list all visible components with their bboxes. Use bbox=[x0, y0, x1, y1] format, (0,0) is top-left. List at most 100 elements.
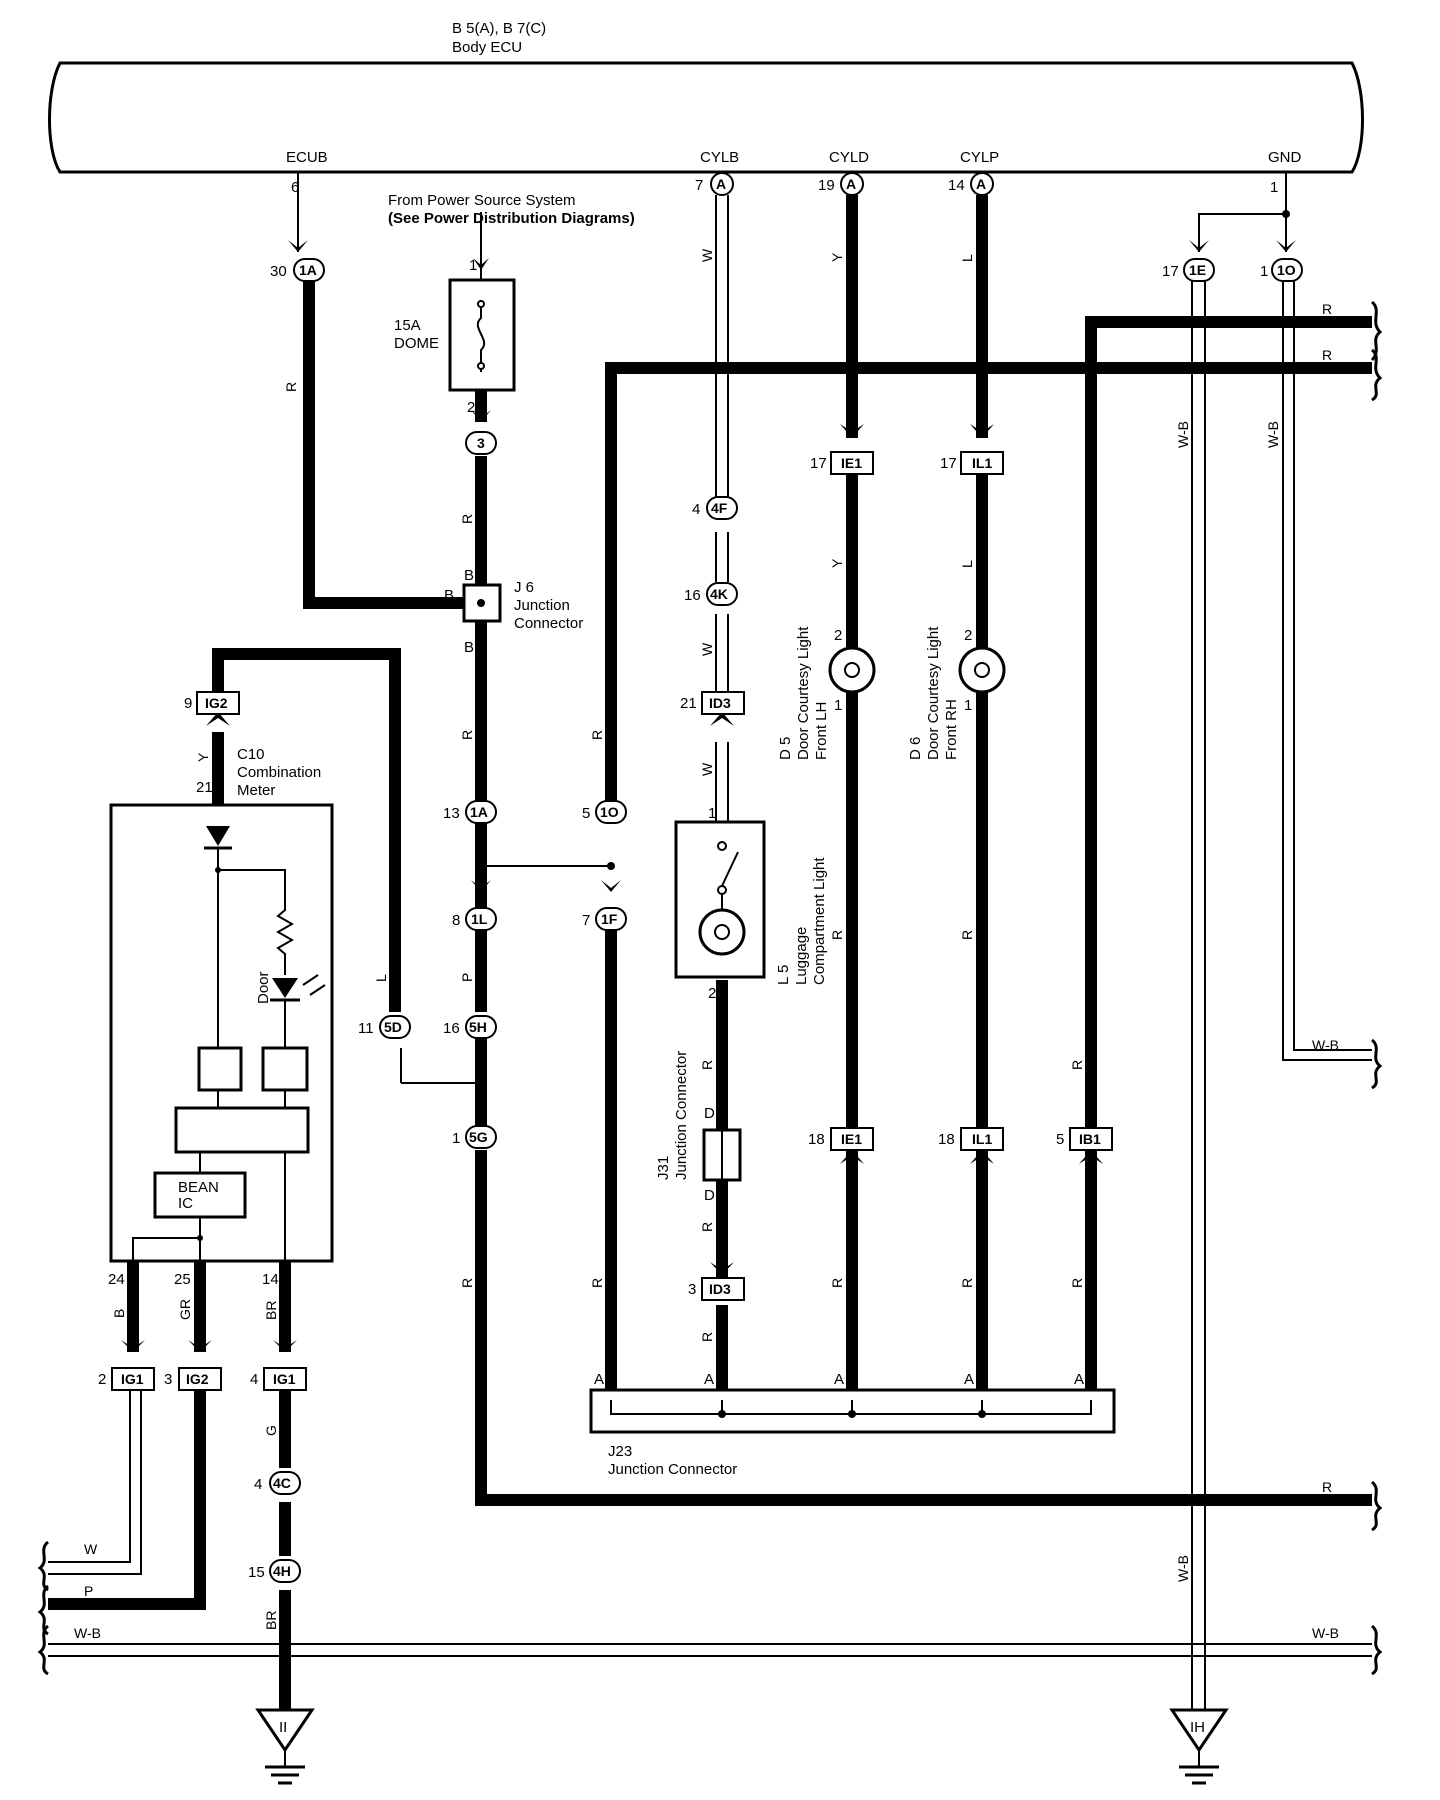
pin-number: 3 bbox=[688, 1281, 696, 1298]
j6-junction-connector: J 6 Junction Connector B B B bbox=[444, 567, 583, 656]
j6-id: J 6 bbox=[514, 579, 534, 596]
connector-5g: 5G bbox=[465, 1125, 497, 1149]
connector-5d: 5D bbox=[379, 1015, 411, 1039]
wire-break-marks bbox=[37, 300, 1383, 1676]
wire-color: GR bbox=[177, 1299, 193, 1320]
pin-number: 19 bbox=[818, 177, 835, 194]
d5-label: Door Courtesy Light bbox=[795, 626, 812, 760]
splice-dot bbox=[718, 1410, 726, 1418]
d5-id: D 5 bbox=[777, 737, 794, 760]
pin-number: 2 bbox=[98, 1371, 106, 1388]
pin-number: 1 bbox=[469, 257, 477, 274]
bean-ic-label: IC bbox=[178, 1195, 193, 1212]
wire-color: W bbox=[699, 762, 715, 776]
connector-ig2-bottom: IG2 bbox=[178, 1367, 222, 1391]
connector-cylb: A bbox=[710, 172, 734, 196]
pin-number: 7 bbox=[695, 177, 703, 194]
svg-text:IL1: IL1 bbox=[972, 1131, 992, 1147]
lamp-filament bbox=[844, 662, 860, 678]
pin-number: 16 bbox=[443, 1020, 460, 1037]
fuse-terminal bbox=[477, 362, 485, 370]
lamp-filament bbox=[714, 924, 730, 940]
ground-ih: IH bbox=[1169, 1708, 1229, 1785]
splice-dot bbox=[215, 867, 221, 873]
wire-color: R bbox=[699, 1060, 715, 1070]
connector-ig2-top: IG2 bbox=[196, 691, 240, 715]
svg-text:A: A bbox=[716, 176, 726, 192]
svg-text:IG2: IG2 bbox=[186, 1371, 209, 1387]
break-mark bbox=[37, 1540, 50, 1592]
arrow bbox=[840, 1150, 864, 1164]
arrow bbox=[288, 240, 308, 252]
wire-color: R bbox=[829, 1278, 845, 1288]
terminal-ecub: ECUB bbox=[286, 149, 328, 166]
fuse-rating: 15A bbox=[394, 317, 421, 334]
pin-number: 9 bbox=[184, 695, 192, 712]
pin-number: 17 bbox=[810, 455, 827, 472]
junction-letter: B bbox=[444, 587, 454, 604]
pin-number: 14 bbox=[948, 177, 965, 194]
lamp-icon bbox=[828, 646, 876, 694]
break-mark bbox=[1370, 348, 1383, 402]
meter-block bbox=[197, 1046, 243, 1092]
arrow bbox=[473, 258, 489, 270]
j31-junction-connector: J31 Junction Connector D D bbox=[655, 1051, 742, 1204]
wire-color: R bbox=[1069, 1060, 1085, 1070]
wire-color: R bbox=[1322, 1479, 1332, 1495]
svg-text:4C: 4C bbox=[273, 1475, 291, 1491]
j23-label: Junction Connector bbox=[608, 1461, 737, 1478]
j6-dot bbox=[477, 599, 485, 607]
svg-text:IG1: IG1 bbox=[273, 1371, 296, 1387]
break-mark bbox=[1370, 1480, 1383, 1532]
wire-gnd-branch bbox=[1198, 213, 1286, 252]
pin-number: 16 bbox=[684, 587, 701, 604]
pin-number: 1 bbox=[834, 697, 842, 714]
arrow bbox=[1079, 1150, 1103, 1164]
power-source-note: (See Power Distribution Diagrams) bbox=[388, 210, 635, 227]
svg-text:5H: 5H bbox=[469, 1019, 487, 1035]
connector-il1-top: IL1 bbox=[960, 451, 1004, 475]
wire-color: BR bbox=[263, 1611, 279, 1630]
bean-ic-label: BEAN bbox=[178, 1179, 219, 1196]
body-ecu: B 5(A), B 7(C) Body ECU ECUB CYLB CYLD C… bbox=[48, 20, 1364, 174]
svg-text:IE1: IE1 bbox=[841, 1131, 862, 1147]
body-ecu-outline bbox=[48, 61, 1364, 174]
connector-ie1-top: IE1 bbox=[830, 451, 874, 475]
splice-dot bbox=[477, 1079, 485, 1087]
pin-number: 6 bbox=[291, 179, 299, 196]
junction-letter: D bbox=[704, 1105, 715, 1122]
bean-ic-block bbox=[153, 1171, 247, 1219]
j31-label: Junction Connector bbox=[673, 1051, 690, 1180]
arrow bbox=[1189, 240, 1209, 252]
svg-text:1F: 1F bbox=[601, 911, 618, 927]
pin-number: 25 bbox=[174, 1271, 191, 1288]
pin-number: 4 bbox=[692, 501, 700, 518]
connector-il1-bottom: IL1 bbox=[960, 1127, 1004, 1151]
svg-text:1O: 1O bbox=[600, 804, 619, 820]
pin-number: 13 bbox=[443, 805, 460, 822]
svg-text:1L: 1L bbox=[471, 911, 488, 927]
connectors: A A A 1A 1E 1O 3 4F 4K 1A 1O 1L 1F 5D 5H… bbox=[111, 172, 1303, 1583]
splice-dot bbox=[848, 1410, 856, 1418]
splice-dot bbox=[607, 862, 615, 870]
svg-text:5G: 5G bbox=[469, 1129, 488, 1145]
wire-color: R bbox=[589, 1278, 605, 1288]
svg-text:5D: 5D bbox=[384, 1019, 402, 1035]
wire-color: W bbox=[699, 642, 715, 656]
arrow bbox=[840, 424, 864, 438]
wire-p-ig2 bbox=[48, 1390, 206, 1610]
j23-junction-connector: J23 Junction Connector A A A A A bbox=[589, 1371, 1116, 1478]
connector-ib1: IB1 bbox=[1069, 1127, 1113, 1151]
c10-label: Combination bbox=[237, 764, 321, 781]
d6-label: Door Courtesy Light bbox=[925, 626, 942, 760]
pin-number: 17 bbox=[940, 455, 957, 472]
meter-block bbox=[174, 1106, 310, 1154]
pin-number: 21 bbox=[196, 779, 213, 796]
terminal-cylb: CYLB bbox=[700, 149, 739, 166]
connector-4c: 4C bbox=[269, 1471, 301, 1495]
j31-id: J31 bbox=[655, 1156, 672, 1180]
svg-text:4F: 4F bbox=[711, 500, 728, 516]
connector-cylp: A bbox=[970, 172, 994, 196]
arrow bbox=[710, 1262, 734, 1275]
junction-letter: A bbox=[704, 1371, 714, 1388]
